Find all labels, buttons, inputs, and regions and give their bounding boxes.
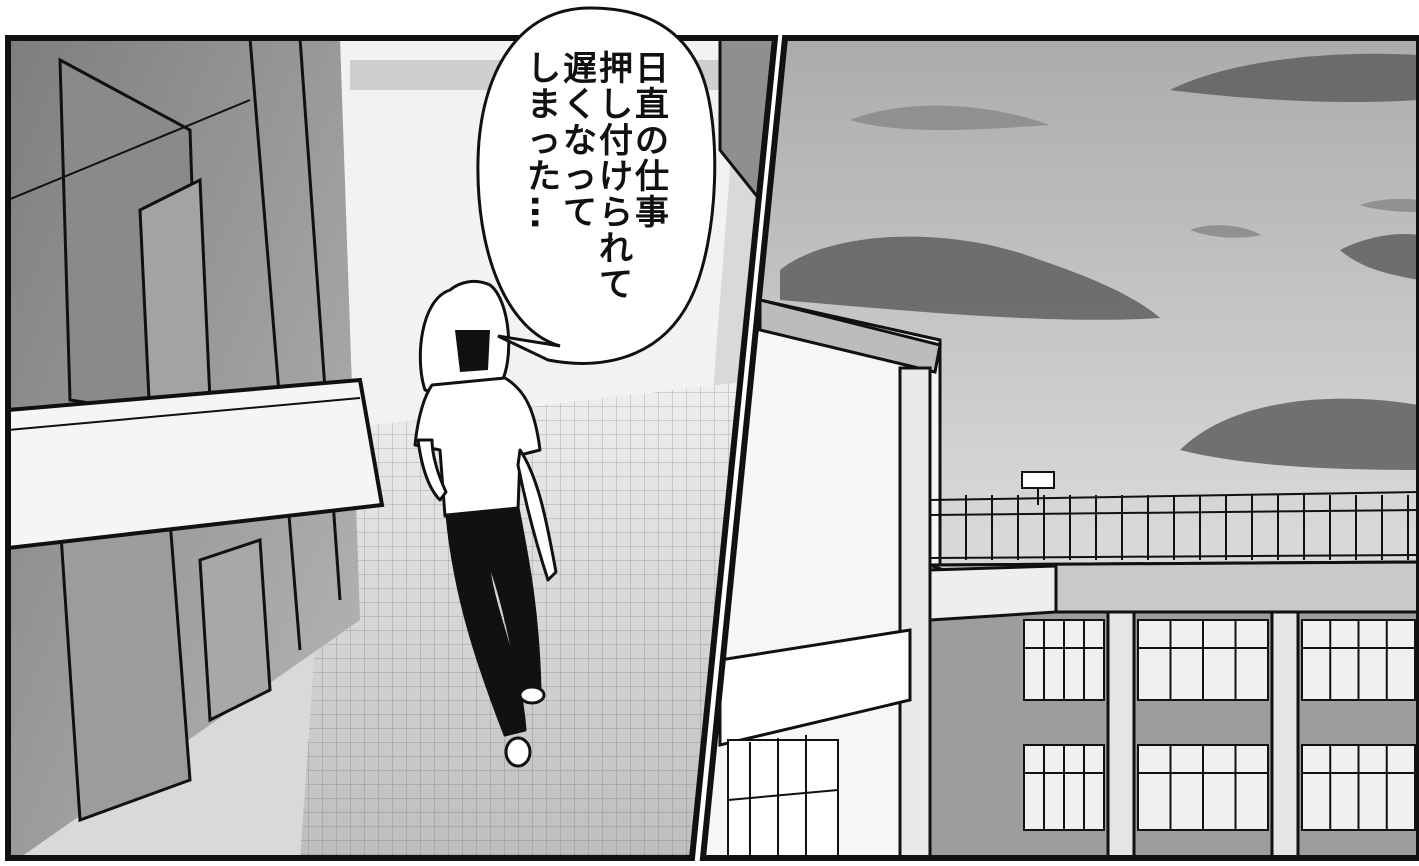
speech-bubble: 日直の仕事押し付けられて遅くなってしまった… — [476, 6, 717, 365]
speech-char: 遅 — [563, 49, 597, 89]
speech-char: 押 — [599, 49, 633, 89]
speech-char: 仕 — [635, 157, 669, 197]
speech-char: て — [563, 193, 597, 233]
speech-char: け — [599, 157, 633, 197]
speech-char: れ — [599, 229, 633, 269]
speech-char: し — [527, 49, 561, 89]
speech-char: く — [563, 85, 597, 125]
speech-char: ま — [527, 85, 561, 125]
speech-char: ら — [599, 193, 633, 233]
speech-char: 日 — [635, 49, 669, 89]
speech-char: て — [599, 265, 633, 305]
rooftop-fence — [929, 471, 1419, 560]
corridor-beam — [8, 377, 385, 551]
speech-char: 直 — [635, 85, 669, 125]
girl-figure — [413, 279, 558, 768]
speech-char: た — [527, 157, 561, 197]
school-building — [928, 560, 1419, 858]
foreground-building — [703, 298, 942, 858]
speech-char: っ — [563, 157, 597, 197]
speech-char: の — [635, 121, 669, 161]
speech-char: し — [599, 85, 633, 125]
speech-char: 事 — [635, 193, 669, 233]
speech-char: っ — [527, 121, 561, 161]
panel-school-exterior — [703, 38, 1419, 858]
speech-char: … — [523, 195, 563, 229]
speech-bubble-outline — [476, 6, 717, 365]
speech-char: 付 — [599, 121, 633, 161]
clouds — [780, 53, 1419, 470]
speech-char: な — [563, 121, 597, 161]
